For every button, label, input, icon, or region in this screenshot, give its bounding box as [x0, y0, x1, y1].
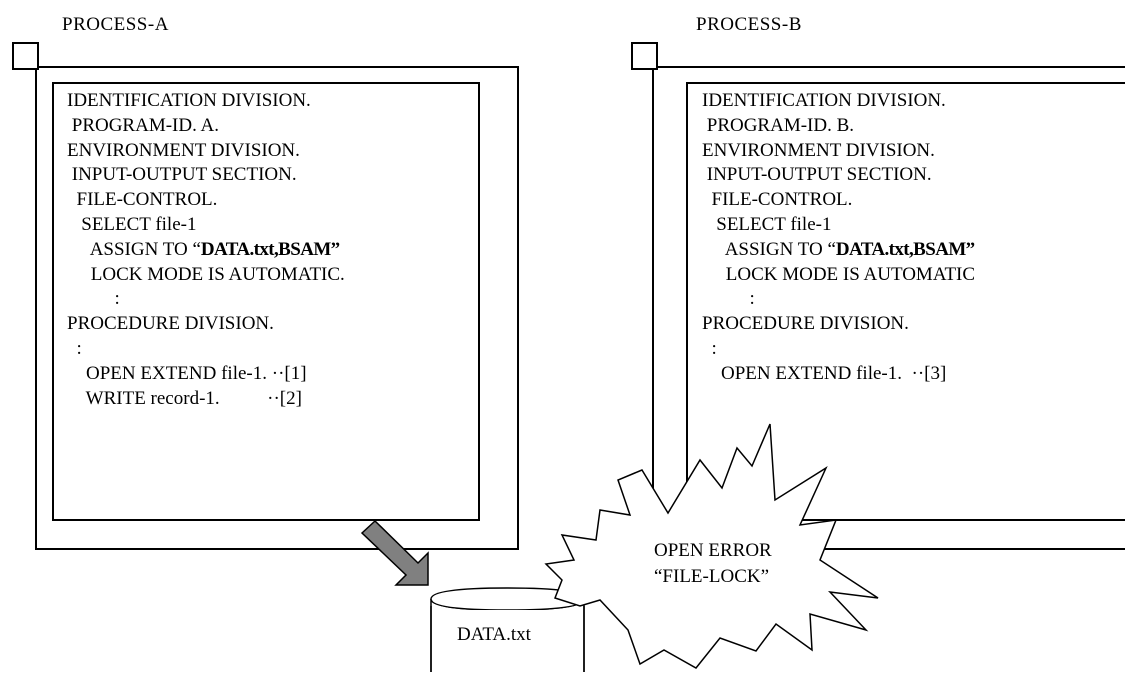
- code-text: ENVIRONMENT DIVISION.: [702, 139, 935, 161]
- code-text: ASSIGN TO “: [702, 238, 836, 260]
- code-text: OPEN EXTEND file-1. ··[3]: [702, 362, 947, 384]
- code-text: ENVIRONMENT DIVISION.: [67, 139, 300, 161]
- code-line: IDENTIFICATION DIVISION.: [702, 89, 975, 114]
- error-message-line2: “FILE-LOCK”: [654, 566, 770, 587]
- code-text: OPEN EXTEND file-1. ··[1]: [67, 362, 307, 384]
- data-file-label: DATA.txt: [457, 624, 531, 645]
- code-text: PROGRAM-ID. A.: [67, 114, 220, 136]
- process-b-code: IDENTIFICATION DIVISION. PROGRAM-ID. B. E…: [702, 89, 975, 387]
- code-line: SELECT file-1: [702, 213, 975, 238]
- code-line: :: [67, 287, 345, 312]
- code-text: IDENTIFICATION DIVISION.: [67, 90, 311, 111]
- error-burst: [544, 423, 879, 669]
- code-text: INPUT-OUTPUT SECTION.: [702, 164, 932, 186]
- process-a-corner-box: [12, 42, 39, 70]
- code-line: ENVIRONMENT DIVISION.: [702, 139, 975, 164]
- code-line: PROGRAM-ID. B.: [702, 114, 975, 139]
- code-line: PROCEDURE DIVISION.: [702, 312, 975, 337]
- code-text: ASSIGN TO “: [67, 238, 201, 260]
- data-file-cylinder: [430, 587, 585, 673]
- code-line: :: [67, 337, 345, 362]
- code-line: :: [702, 287, 975, 312]
- code-text: LOCK MODE IS AUTOMATIC.: [67, 263, 345, 285]
- code-line: WRITE record-1. ··[2]: [67, 387, 345, 412]
- code-line: IDENTIFICATION DIVISION.: [67, 89, 345, 114]
- code-line: ASSIGN TO “DATA.txt,BSAM”: [702, 238, 975, 263]
- code-text: LOCK MODE IS AUTOMATIC: [702, 263, 976, 285]
- code-line: ASSIGN TO “DATA.txt,BSAM”: [67, 238, 345, 263]
- code-text: :: [702, 337, 717, 359]
- code-text: :: [67, 337, 82, 359]
- process-a-code-panel: [52, 82, 480, 521]
- process-a-title: PROCESS-A: [62, 14, 169, 35]
- error-message-line1: OPEN ERROR: [654, 540, 772, 561]
- code-line: OPEN EXTEND file-1. ··[3]: [702, 362, 975, 387]
- code-text: :: [702, 288, 755, 310]
- code-line: OPEN EXTEND file-1. ··[1]: [67, 362, 345, 387]
- code-line: SELECT file-1: [67, 213, 345, 238]
- code-line: PROCEDURE DIVISION.: [67, 312, 345, 337]
- code-line: :: [702, 337, 975, 362]
- code-text: :: [67, 288, 120, 310]
- code-bold-text: DATA.txt,BSAM”: [200, 238, 340, 260]
- code-line: LOCK MODE IS AUTOMATIC.: [67, 263, 345, 288]
- code-line: LOCK MODE IS AUTOMATIC: [702, 263, 975, 288]
- code-text: SELECT file-1: [67, 213, 197, 235]
- code-text: PROCEDURE DIVISION.: [67, 313, 274, 335]
- code-bold-text: DATA.txt,BSAM”: [835, 238, 975, 260]
- code-line: FILE-CONTROL.: [67, 188, 345, 213]
- code-line: PROGRAM-ID. A.: [67, 114, 345, 139]
- code-text: FILE-CONTROL.: [67, 189, 218, 211]
- process-b-corner-box: [631, 42, 658, 70]
- code-text: INPUT-OUTPUT SECTION.: [67, 164, 297, 186]
- code-text: IDENTIFICATION DIVISION.: [702, 90, 946, 111]
- process-a-code: IDENTIFICATION DIVISION. PROGRAM-ID. A. E…: [67, 89, 345, 411]
- code-text: PROGRAM-ID. B.: [702, 114, 855, 136]
- code-line: ENVIRONMENT DIVISION.: [67, 139, 345, 164]
- code-line: INPUT-OUTPUT SECTION.: [67, 163, 345, 188]
- code-text: PROCEDURE DIVISION.: [702, 313, 909, 335]
- process-b-title: PROCESS-B: [696, 14, 802, 35]
- code-text: SELECT file-1: [702, 213, 832, 235]
- code-text: FILE-CONTROL.: [702, 189, 853, 211]
- code-text: WRITE record-1. ··[2]: [67, 387, 302, 409]
- code-line: FILE-CONTROL.: [702, 188, 975, 213]
- code-line: INPUT-OUTPUT SECTION.: [702, 163, 975, 188]
- write-arrow: [360, 519, 429, 586]
